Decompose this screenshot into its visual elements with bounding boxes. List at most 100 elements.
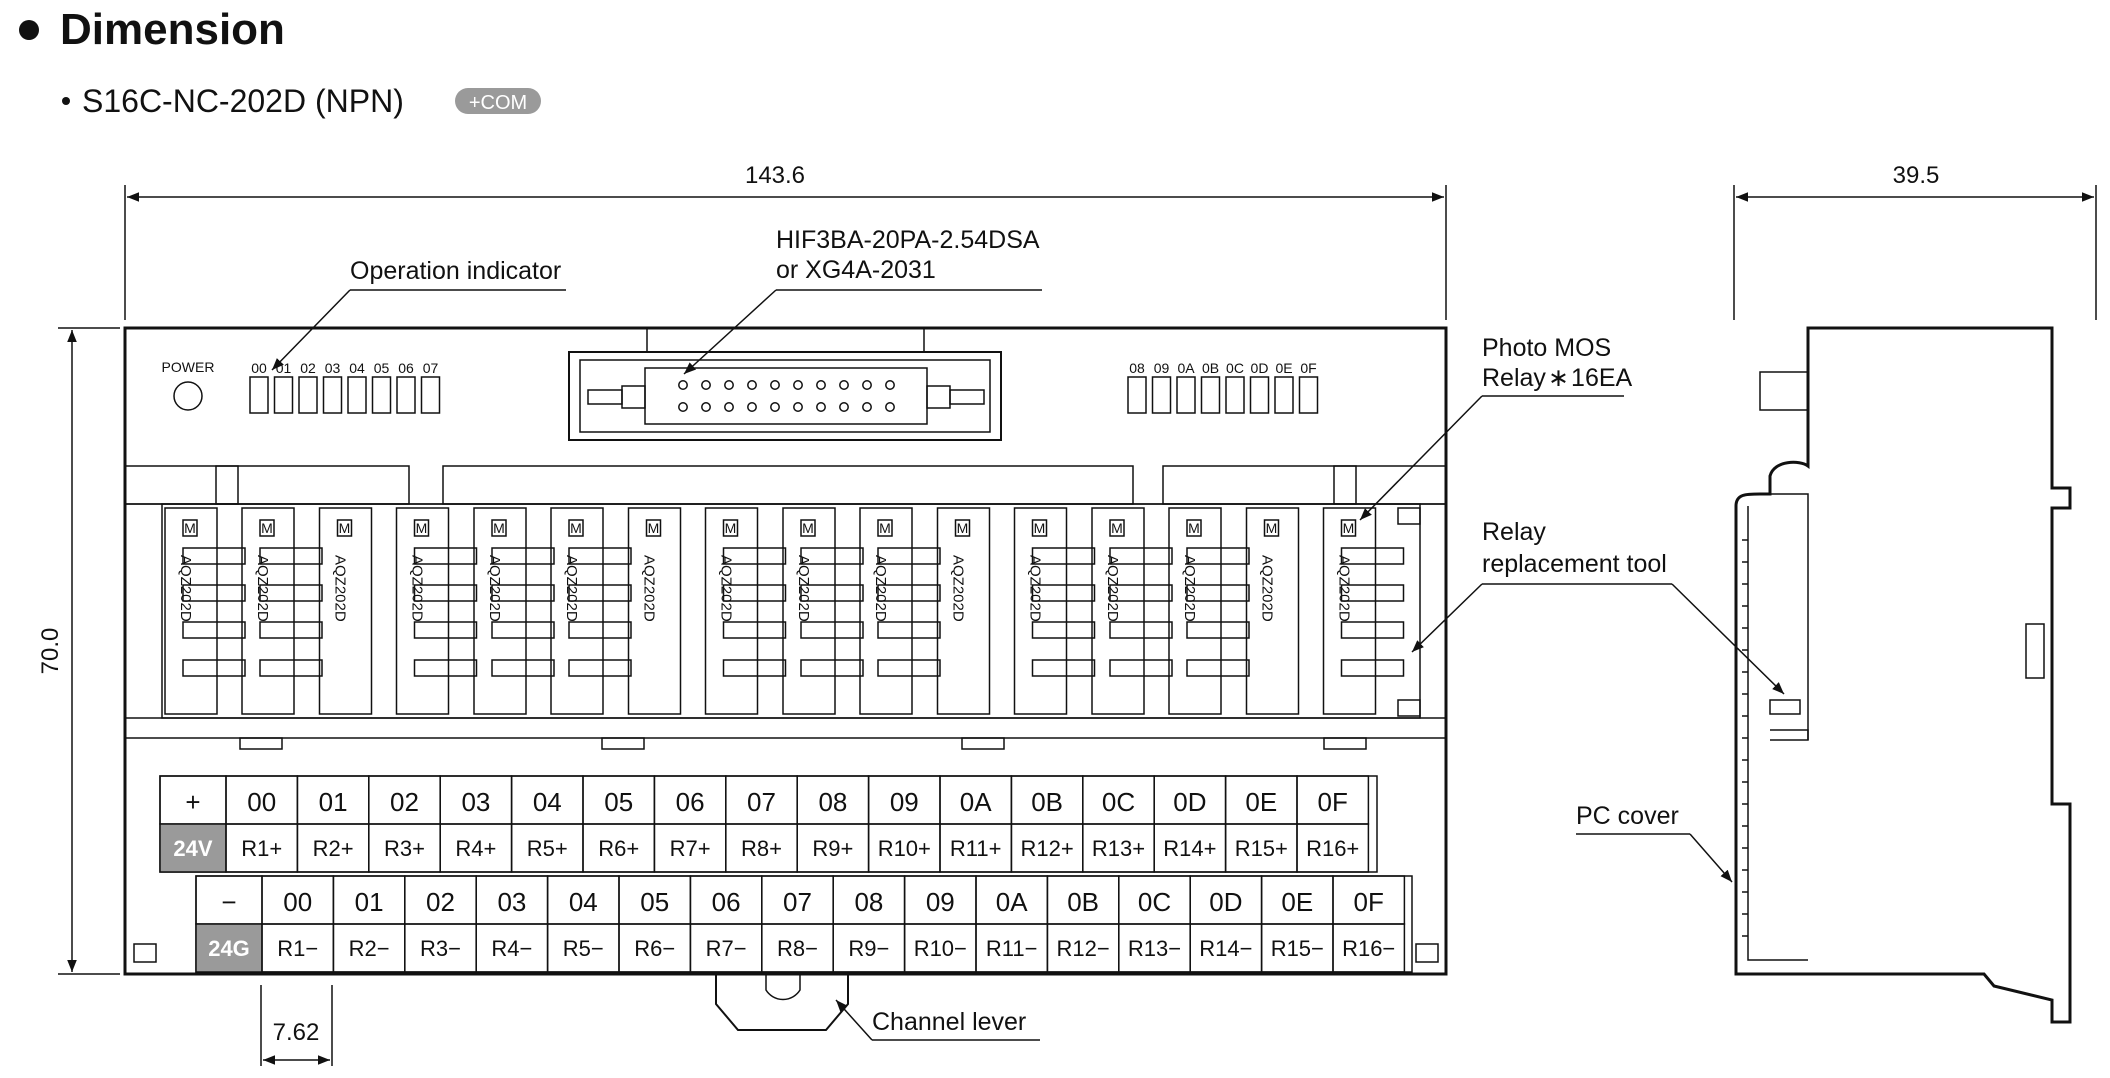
- relay-socket: [395, 507, 450, 715]
- led-label: 05: [374, 360, 390, 376]
- connector-pin: [701, 380, 711, 390]
- indicator-led: [396, 376, 416, 414]
- height-dimension-label: 70.0: [37, 628, 64, 675]
- connector-pin: [701, 402, 711, 412]
- led-label: 0B: [1202, 360, 1219, 376]
- relay-slot: [1186, 584, 1250, 602]
- relay-slot: [1340, 621, 1405, 639]
- connector-pin: [793, 402, 803, 412]
- terminal-channel-label: 01: [355, 887, 384, 917]
- connector-pin: [724, 380, 734, 390]
- relay-socket: [1322, 507, 1377, 715]
- relay-slot: [182, 621, 246, 639]
- subheading-bullet: [62, 97, 70, 105]
- relay-mark: M: [261, 520, 273, 536]
- heading-bullet: [19, 20, 39, 40]
- relay-mark-box: [1186, 519, 1202, 537]
- relay-slot: [491, 659, 555, 677]
- terminal-symbol: +: [185, 787, 200, 817]
- relay-slot: [182, 659, 246, 677]
- indicator-led: [1151, 376, 1172, 414]
- relay-slot: [1031, 584, 1096, 602]
- terminal-channel-label: 04: [533, 787, 562, 817]
- terminal-relay-label: R13−: [1128, 936, 1181, 961]
- com-badge: [455, 88, 541, 114]
- relay-tool-label-line1: Relay: [1482, 518, 1546, 546]
- terminal-channel-label: 0F: [1354, 887, 1384, 917]
- indicator-led: [1200, 376, 1221, 414]
- relay-slot: [722, 584, 787, 602]
- relay-mark-box: [491, 519, 507, 537]
- terminal-symbol: −: [221, 887, 236, 917]
- relay-part-label: AQZ202D: [1336, 555, 1353, 622]
- relay-part-label: AQZ202D: [718, 555, 735, 622]
- connector-pin: [839, 402, 849, 412]
- mount-clip: [601, 737, 645, 750]
- relay-slot: [1186, 621, 1250, 639]
- led-label: 01: [276, 360, 292, 376]
- led-label: 02: [300, 360, 316, 376]
- terminal-relay-label: R2+: [313, 836, 354, 861]
- relay-part-label: AQZ202D: [1104, 555, 1121, 622]
- relay-slot: [1031, 659, 1096, 677]
- relay-slot: [722, 621, 787, 639]
- relay-part-label: AQZ202D: [795, 555, 812, 622]
- connector-pin: [816, 402, 826, 412]
- relay-socket: [1091, 507, 1145, 715]
- terminal-relay-label: R4+: [455, 836, 496, 861]
- terminal-relay-label: R12+: [1020, 836, 1073, 861]
- relay-slot: [877, 659, 941, 677]
- led-label: 08: [1129, 360, 1145, 376]
- relay-slot: [800, 547, 864, 565]
- relay-slot: [259, 584, 323, 602]
- relay-mark: M: [957, 520, 969, 536]
- relay-socket: [550, 507, 604, 715]
- terminal-relay-cell: [1296, 823, 1370, 873]
- connector-label-line1: HIF3BA-20PA-2.54DSA: [776, 226, 1040, 254]
- relay-part-label: AQZ202D: [872, 555, 889, 622]
- depth-dimension-label: 39.5: [1893, 162, 1940, 189]
- terminal-channel-label: 04: [569, 887, 598, 917]
- relay-slot: [722, 659, 787, 677]
- relay-mark: M: [416, 520, 428, 536]
- channel-lever: [715, 974, 849, 1031]
- terminal-channel-label: 0E: [1245, 787, 1277, 817]
- terminal-channel-label: 07: [747, 787, 776, 817]
- terminal-channel-label: 03: [497, 887, 526, 917]
- relay-slot: [1340, 659, 1405, 677]
- relay-slot: [182, 584, 246, 602]
- connector-pin: [793, 380, 803, 390]
- led-label: 09: [1154, 360, 1170, 376]
- terminal-channel-label: 02: [390, 787, 419, 817]
- terminal-channel-label: 05: [640, 887, 669, 917]
- relay-slot: [491, 547, 555, 565]
- heading-title: Dimension: [60, 5, 285, 54]
- operation-indicator-label: Operation indicator: [350, 257, 561, 285]
- connector-pin: [862, 380, 872, 390]
- terminal-channel-label: 0B: [1031, 787, 1063, 817]
- mount-clip: [1323, 737, 1367, 750]
- relay-slot: [1109, 621, 1173, 639]
- terminal-channel-label: 07: [783, 887, 812, 917]
- relay-mark-box: [877, 519, 893, 537]
- relay-mark-box: [413, 519, 430, 537]
- relay-slot: [568, 547, 632, 565]
- relay-mark-box: [259, 519, 275, 537]
- mount-clip: [961, 737, 1005, 750]
- indicator-led: [1176, 376, 1196, 414]
- relay-slot: [1186, 547, 1250, 565]
- relay-mark-box: [645, 519, 662, 537]
- terminal-relay-label: R11+: [950, 836, 1002, 861]
- relay-slot: [1186, 659, 1250, 677]
- relay-mark-box: [722, 519, 739, 537]
- relay-mark-box: [568, 519, 584, 537]
- terminal-channel-label: 0C: [1102, 787, 1135, 817]
- relay-mark: M: [1343, 520, 1355, 536]
- terminal-channel-label: 08: [854, 887, 883, 917]
- relay-socket: [318, 507, 373, 715]
- relay-slot: [1109, 584, 1173, 602]
- indicator-led: [1127, 376, 1147, 414]
- terminal-relay-label: R8−: [777, 936, 818, 961]
